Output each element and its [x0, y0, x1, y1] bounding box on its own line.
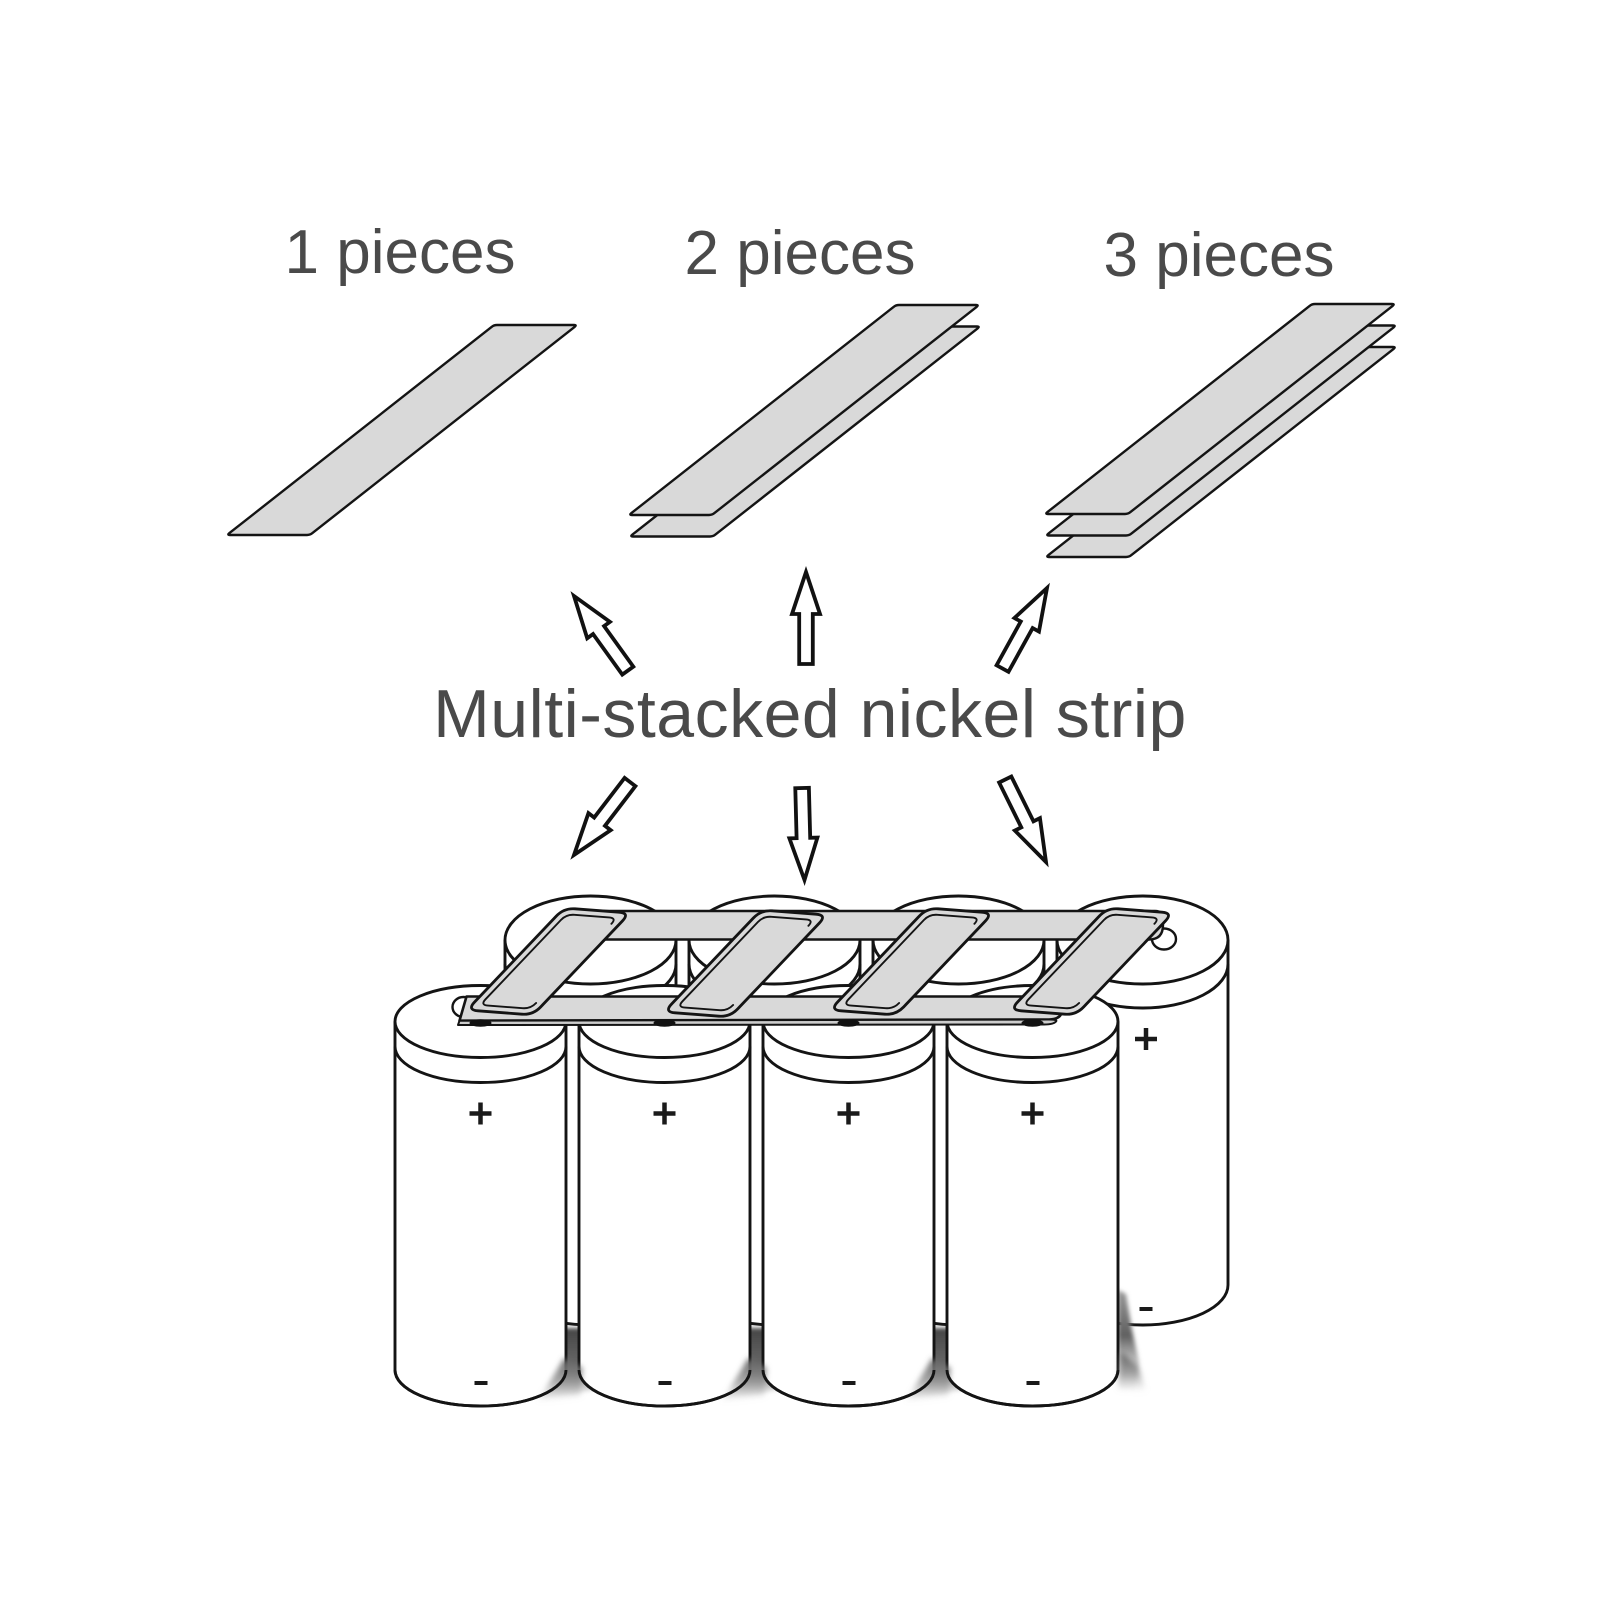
svg-text:Multi-stacked nickel strip: Multi-stacked nickel strip: [433, 676, 1187, 752]
svg-text:2 pieces: 2 pieces: [685, 219, 916, 288]
svg-text:3 pieces: 3 pieces: [1104, 221, 1335, 290]
svg-text:1 pieces: 1 pieces: [285, 218, 516, 287]
